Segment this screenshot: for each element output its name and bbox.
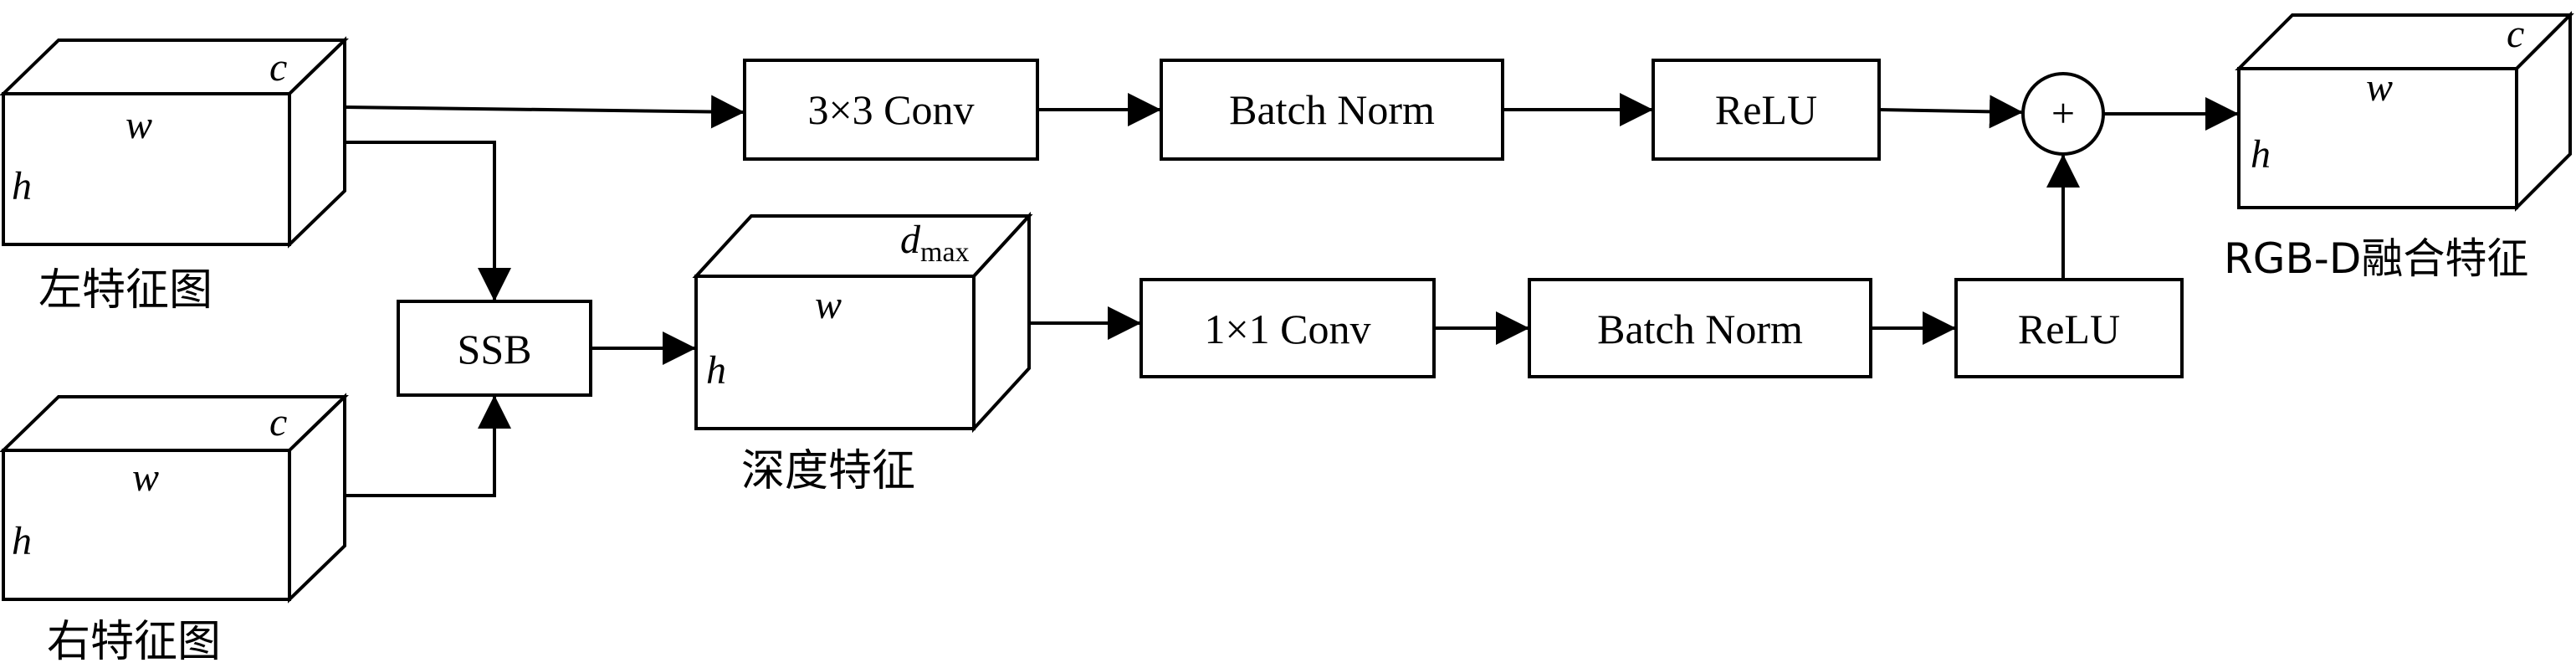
right-feature-cube: w h c bbox=[0, 393, 349, 604]
conv1x1-block: 1×1 Conv bbox=[1139, 278, 1436, 378]
fusion-feature-caption: RGB-D融合特征 bbox=[2224, 234, 2528, 283]
left-cube-h-label: h bbox=[12, 164, 32, 208]
depth-cube-h-label: h bbox=[706, 348, 726, 393]
left-feature-caption: 左特征图 bbox=[38, 265, 213, 316]
batch-norm-top-label: Batch Norm bbox=[1229, 86, 1435, 133]
relu-top-block: ReLU bbox=[1652, 59, 1881, 161]
right-cube-h-label: h bbox=[12, 519, 32, 563]
depth-feature-cube: w h dmax bbox=[692, 211, 1033, 434]
fusion-cube-h-label: h bbox=[2251, 132, 2271, 177]
relu-bottom-block: ReLU bbox=[1954, 278, 2184, 378]
add-node: + bbox=[2021, 72, 2105, 156]
arrow-relu-to-add bbox=[1878, 95, 2023, 129]
right-cube-w-label: w bbox=[132, 455, 159, 500]
left-cube-c-label: c bbox=[269, 45, 287, 90]
arrow-left-to-conv3x3 bbox=[344, 95, 745, 129]
batch-norm-bottom-label: Batch Norm bbox=[1597, 306, 1803, 352]
ssb-label: SSB bbox=[458, 326, 532, 373]
conv3x3-block: 3×3 Conv bbox=[743, 59, 1039, 161]
ssb-block: SSB bbox=[397, 300, 592, 397]
conv1x1-label: 1×1 Conv bbox=[1204, 306, 1370, 352]
left-cube-w-label: w bbox=[125, 103, 152, 147]
batch-norm-top-block: Batch Norm bbox=[1160, 59, 1504, 161]
conv3x3-label: 3×3 Conv bbox=[807, 86, 974, 133]
arrow-left-to-ssb bbox=[345, 141, 511, 301]
connectors bbox=[344, 93, 2239, 497]
right-cube-c-label: c bbox=[269, 400, 287, 444]
batch-norm-bottom-block: Batch Norm bbox=[1528, 278, 1872, 378]
depth-cube-w-label: w bbox=[815, 283, 842, 327]
fusion-cube-w-label: w bbox=[2366, 65, 2393, 110]
arrow-right-to-ssb bbox=[345, 395, 511, 497]
fusion-cube-c-label: c bbox=[2507, 12, 2524, 56]
fusion-feature-cube: w h c bbox=[2235, 11, 2574, 212]
right-feature-caption: 右特征图 bbox=[47, 617, 221, 667]
relu-bottom-label: ReLU bbox=[2018, 306, 2120, 352]
relu-top-label: ReLU bbox=[1715, 86, 1817, 133]
depth-cube-dmax-label: dmax bbox=[900, 218, 970, 268]
left-feature-cube: w h c bbox=[0, 36, 349, 249]
add-symbol: + bbox=[2051, 90, 2075, 136]
depth-feature-caption: 深度特征 bbox=[741, 446, 915, 496]
